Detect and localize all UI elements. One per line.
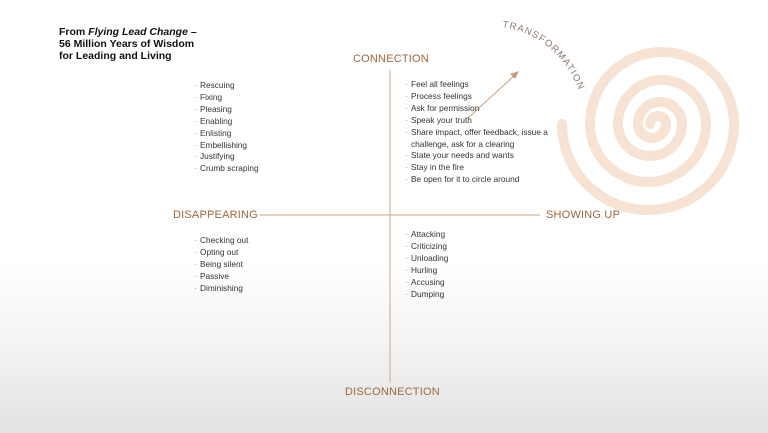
list-item: Enlisting bbox=[194, 128, 259, 140]
list-item: Speak your truth bbox=[405, 115, 565, 127]
list-item: Process feelings bbox=[405, 91, 565, 103]
axis-label-disconnection: DISCONNECTION bbox=[345, 386, 440, 398]
book-title: Flying Lead Change bbox=[88, 26, 188, 38]
list-item: Pleasing bbox=[194, 104, 259, 116]
list-item: Ask for permission bbox=[405, 103, 565, 115]
axis-label-connection: CONNECTION bbox=[353, 53, 429, 65]
axis-label-disappearing: DISAPPEARING bbox=[173, 209, 258, 221]
spiral-watermark bbox=[557, 47, 740, 215]
list-item: Unloading bbox=[405, 253, 448, 265]
source-rest: – 56 Million Years of Wisdom for Leading… bbox=[59, 26, 197, 62]
list-item: Criticizing bbox=[405, 241, 448, 253]
list-item: Hurling bbox=[405, 265, 448, 277]
list-item: Stay in the fire bbox=[405, 162, 565, 174]
list-item: Attacking bbox=[405, 229, 448, 241]
list-item: Justifying bbox=[194, 151, 259, 163]
list-item: Be open for it to circle around bbox=[405, 174, 565, 186]
list-item: Accusing bbox=[405, 277, 448, 289]
list-item: Opting out bbox=[194, 247, 248, 259]
list-top-right: Feel all feelings Process feelings Ask f… bbox=[405, 79, 565, 186]
list-item: Diminishing bbox=[194, 283, 248, 295]
list-bottom-left: Checking out Opting out Being silent Pas… bbox=[194, 235, 248, 295]
list-item: Fixing bbox=[194, 92, 259, 104]
list-item: Passive bbox=[194, 271, 248, 283]
list-item: Rescuing bbox=[194, 80, 259, 92]
list-item: Feel all feelings bbox=[405, 79, 565, 91]
list-item: Dumping bbox=[405, 289, 448, 301]
list-item: State your needs and wants bbox=[405, 150, 565, 162]
list-item: Checking out bbox=[194, 235, 248, 247]
source-prefix: From bbox=[59, 26, 89, 38]
list-bottom-right: Attacking Criticizing Unloading Hurling … bbox=[405, 229, 448, 300]
list-item: Share impact, offer feedback, issue a ch… bbox=[405, 127, 565, 151]
list-item: Being silent bbox=[194, 259, 248, 271]
source-caption: From Flying Lead Change – 56 Million Yea… bbox=[59, 26, 209, 62]
list-top-left: Rescuing Fixing Pleasing Enabling Enlist… bbox=[194, 80, 259, 175]
list-item: Embellishing bbox=[194, 140, 259, 152]
transformation-arrow-head bbox=[510, 71, 519, 79]
list-item: Crumb scraping bbox=[194, 163, 259, 175]
list-item: Enabling bbox=[194, 116, 259, 128]
axis-label-showing-up: SHOWING UP bbox=[546, 209, 621, 221]
